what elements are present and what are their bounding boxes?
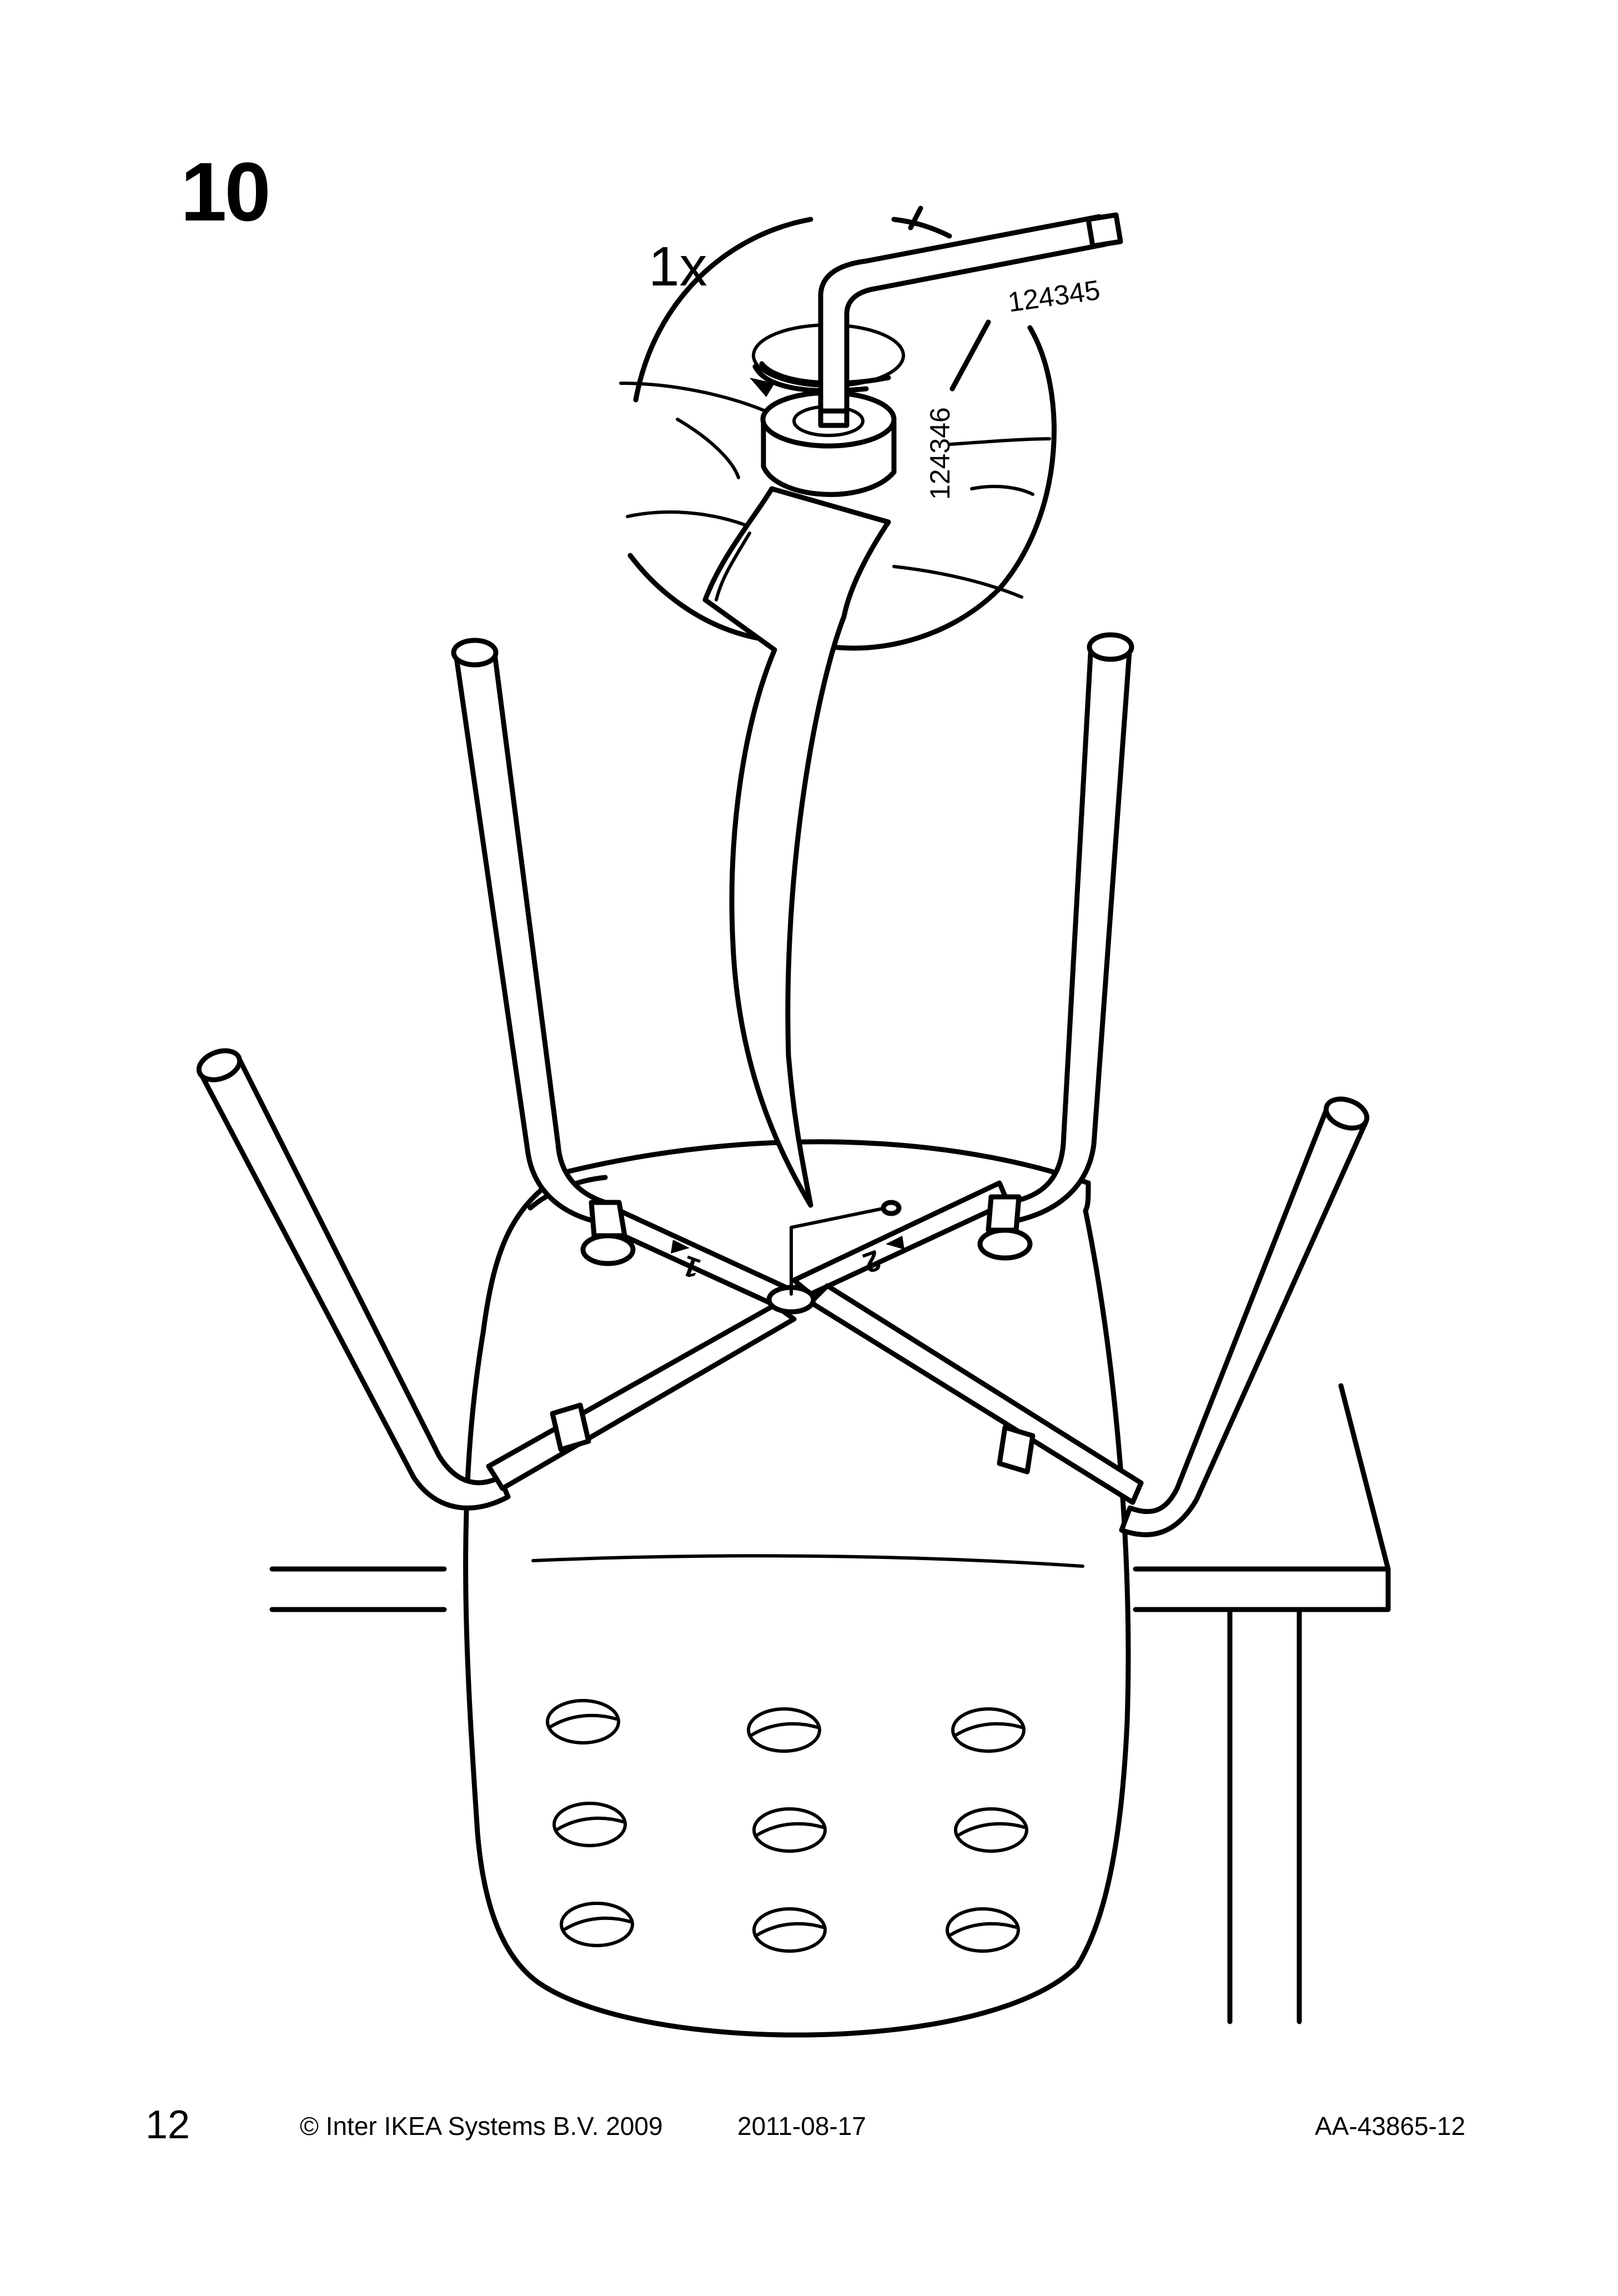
page-number: 12 <box>145 2105 190 2145</box>
copyright-text: © Inter IKEA Systems B.V. 2009 <box>300 2113 663 2139</box>
magnifier-circle-icon <box>621 208 1120 1205</box>
document-date: 2011-08-17 <box>737 2113 866 2139</box>
document-id: AA-43865-12 <box>1315 2113 1465 2139</box>
chair-seat-icon <box>466 1142 1128 2035</box>
